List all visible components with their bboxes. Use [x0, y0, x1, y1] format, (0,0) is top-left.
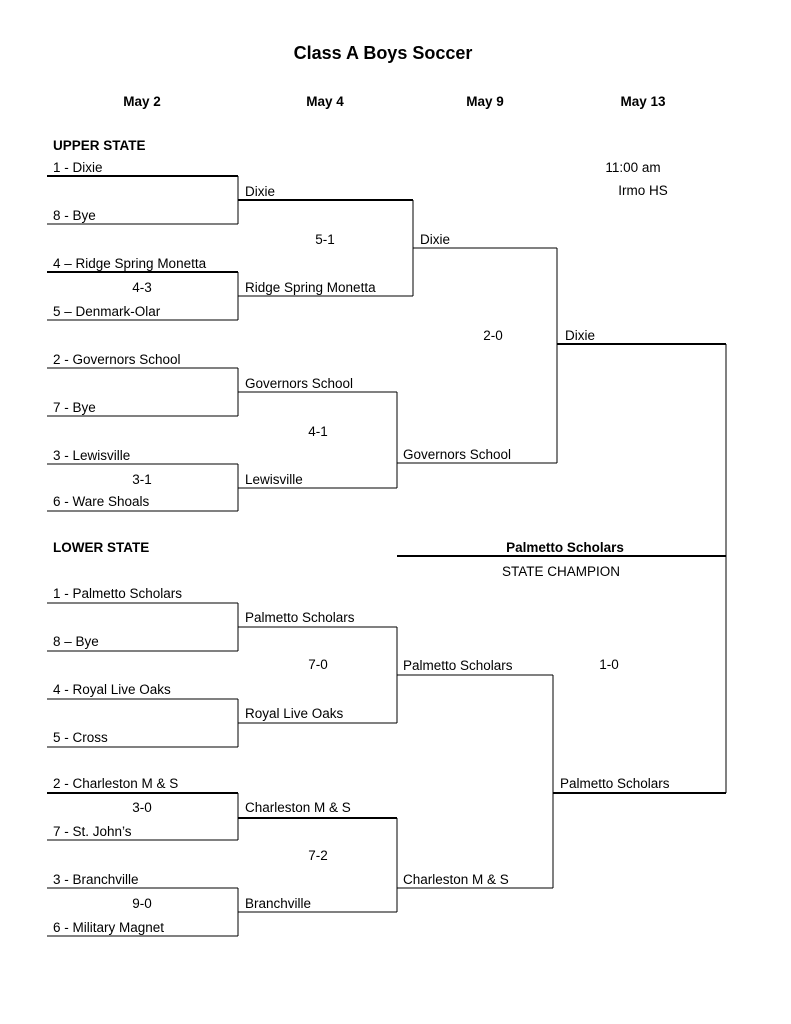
round-header-3: May 9 [466, 94, 504, 109]
lower-seed-8: 8 – Bye [53, 634, 99, 649]
lower-r2-score-1: 7-0 [308, 657, 328, 672]
lower-r2-winner-3: Charleston M & S [245, 800, 351, 815]
upper-seed-6: 6 - Ware Shoals [53, 494, 150, 509]
lower-seed-2: 2 - Charleston M & S [53, 776, 179, 791]
upper-seed-2: 2 - Governors School [53, 352, 181, 367]
upper-seed-1: 1 - Dixie [53, 160, 103, 175]
upper-seed-8: 8 - Bye [53, 208, 96, 223]
upper-r3-score: 2-0 [483, 328, 503, 343]
lower-state-label: LOWER STATE [53, 540, 150, 555]
lower-r2-winner-4: Branchville [245, 896, 312, 911]
lower-seed-5: 5 - Cross [53, 730, 108, 745]
upper-seed-7: 7 - Bye [53, 400, 96, 415]
upper-r1-score-2: 3-1 [132, 472, 152, 487]
lower-r2-winner-2: Royal Live Oaks [245, 706, 344, 721]
lower-seed-1: 1 - Palmetto Scholars [53, 586, 183, 601]
upper-r2-score-1: 5-1 [315, 232, 335, 247]
lower-r3-winner-2: Charleston M & S [403, 872, 509, 887]
lower-r2-score-2: 7-2 [308, 848, 328, 863]
lower-seed-3: 3 - Branchville [53, 872, 139, 887]
upper-r2-winner-2: Ridge Spring Monetta [245, 280, 376, 295]
upper-r2-winner-1: Dixie [245, 184, 276, 199]
final-venue: Irmo HS [618, 183, 668, 198]
round-header-4: May 13 [620, 94, 666, 109]
lower-seed-4: 4 - Royal Live Oaks [53, 682, 171, 697]
lower-r1-score-1: 3-0 [132, 800, 152, 815]
lower-seed-6: 6 - Military Magnet [53, 920, 165, 935]
upper-seed-4: 4 – Ridge Spring Monetta [53, 256, 207, 271]
upper-r2-winner-3: Governors School [245, 376, 354, 391]
lower-r3-winner-1: Palmetto Scholars [403, 658, 513, 673]
upper-state-champion: Dixie [565, 328, 596, 343]
round-header-2: May 4 [306, 94, 344, 109]
lower-state-champion: Palmetto Scholars [560, 776, 670, 791]
upper-state-label: UPPER STATE [53, 138, 146, 153]
upper-r2-winner-4: Lewisville [245, 472, 303, 487]
upper-r1-score-1: 4-3 [132, 280, 152, 295]
upper-r3-winner-2: Governors School [403, 447, 512, 462]
state-champion-name: Palmetto Scholars [506, 540, 624, 555]
lower-r1-score-2: 9-0 [132, 896, 152, 911]
upper-r3-winner-1: Dixie [420, 232, 451, 247]
page-title: Class A Boys Soccer [293, 43, 473, 63]
lower-r2-winner-1: Palmetto Scholars [245, 610, 355, 625]
state-champion-label: STATE CHAMPION [501, 564, 621, 579]
round-header-1: May 2 [123, 94, 161, 109]
upper-seed-3: 3 - Lewisville [53, 448, 131, 463]
upper-r2-score-2: 4-1 [308, 424, 328, 439]
final-time: 11:00 am [605, 160, 661, 175]
lower-seed-7: 7 - St. John’s [53, 824, 132, 839]
final-score: 1-0 [599, 657, 619, 672]
upper-seed-5: 5 – Denmark-Olar [53, 304, 161, 319]
